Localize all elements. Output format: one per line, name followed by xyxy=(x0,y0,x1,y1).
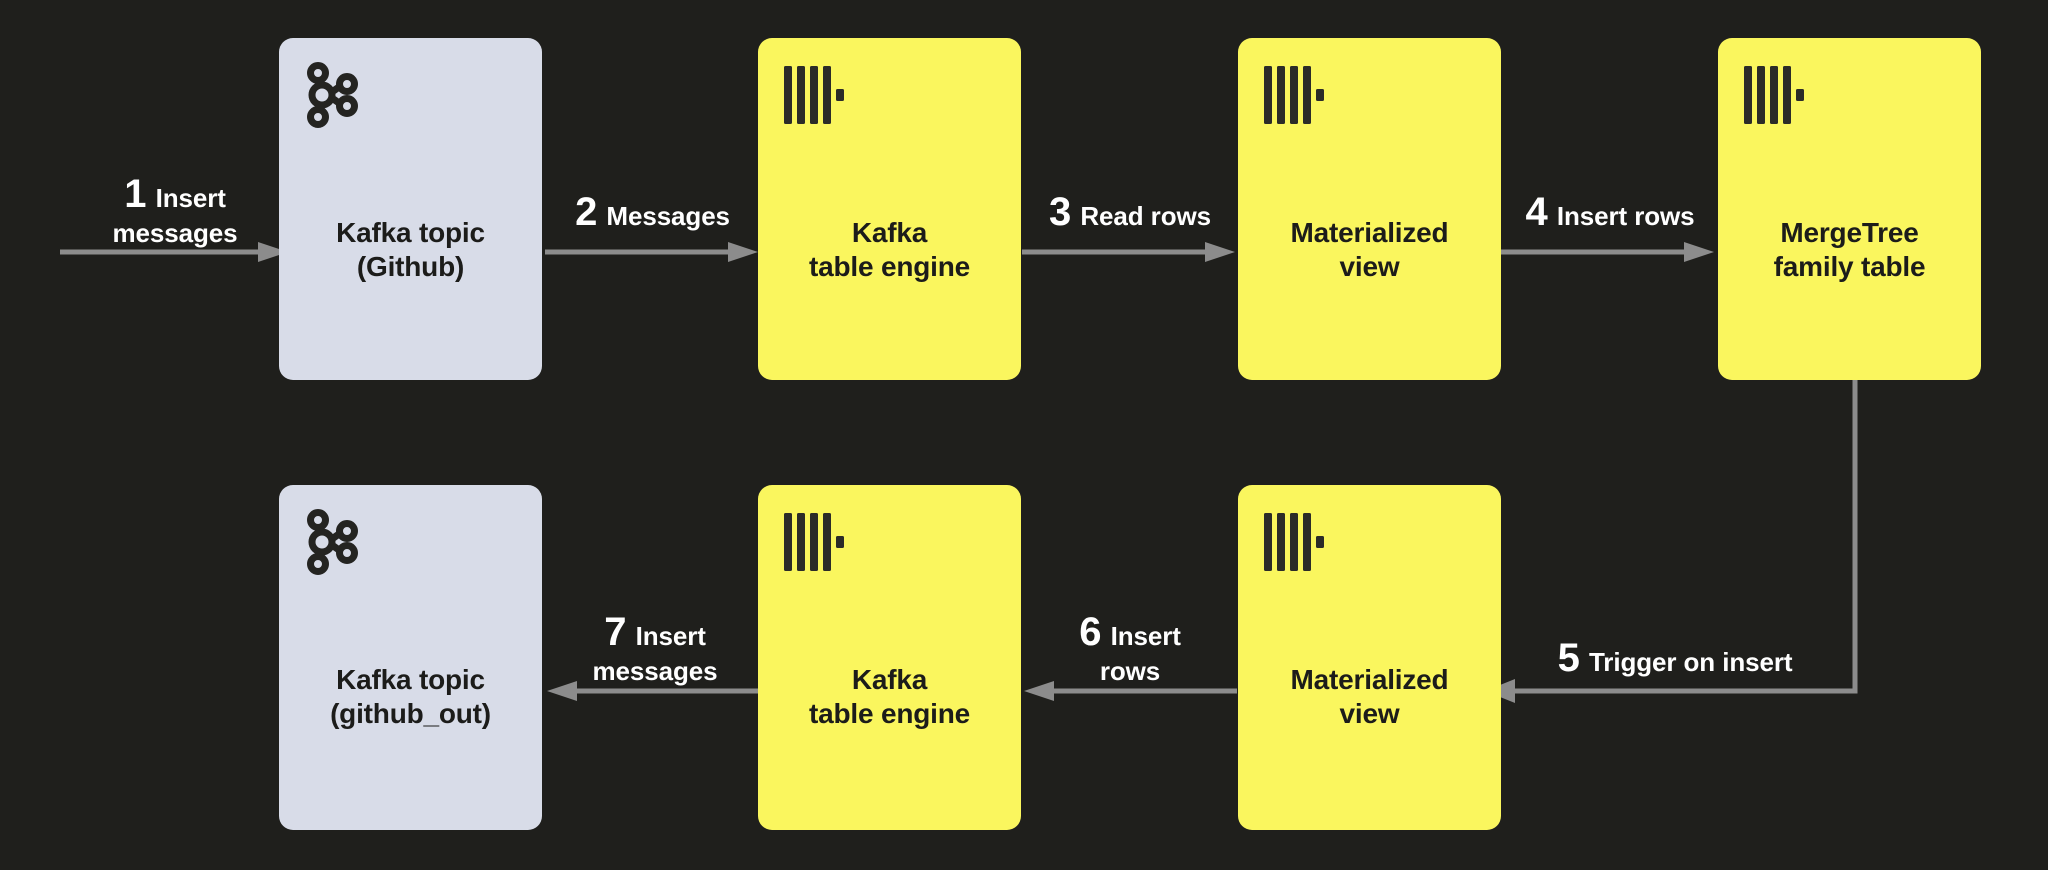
edge-label-1: 1 Insert messages xyxy=(80,150,270,250)
clickhouse-logo-icon xyxy=(784,62,846,128)
edge-step-number: 2 xyxy=(575,189,607,234)
node-label: Kafka table engine xyxy=(809,664,970,729)
node-materialized-view-out[interactable]: Materialized view xyxy=(1238,485,1501,830)
node-mergetree-family-table[interactable]: MergeTree family table xyxy=(1718,38,1981,380)
node-label: Materialized view xyxy=(1290,664,1449,729)
connector-2-messages xyxy=(545,242,758,262)
node-label: Kafka table engine xyxy=(809,217,970,282)
edge-label-3: 3 Read rows xyxy=(1030,168,1230,236)
node-kafka-table-engine-out[interactable]: Kafka table engine xyxy=(758,485,1021,830)
edge-step-text: Trigger on insert xyxy=(1588,646,1793,677)
kafka-logo-icon xyxy=(305,62,367,128)
edge-step-text: Messages xyxy=(606,200,730,231)
node-kafka-topic-github-out[interactable]: Kafka topic (github_out) xyxy=(279,485,542,830)
clickhouse-logo-icon xyxy=(1264,62,1326,128)
node-label: Kafka topic (Github) xyxy=(336,217,485,282)
edge-label-4: 4 Insert rows xyxy=(1505,168,1715,236)
node-label: Materialized view xyxy=(1290,217,1449,282)
edge-label-7: 7 Insert messages xyxy=(560,588,750,688)
clickhouse-logo-icon xyxy=(1264,509,1326,575)
connector-6-insert-rows xyxy=(1024,681,1237,701)
node-label: MergeTree family table xyxy=(1773,217,1926,282)
kafka-logo-icon xyxy=(305,509,367,575)
edge-step-text: Read rows xyxy=(1080,200,1211,231)
node-label: Kafka topic (github_out) xyxy=(330,664,491,729)
connector-4-insert-rows xyxy=(1501,242,1714,262)
edge-step-text: Insert rows xyxy=(1556,200,1695,231)
connector-3-read-rows xyxy=(1022,242,1235,262)
edge-step-number: 6 xyxy=(1079,609,1111,654)
edge-step-number: 1 xyxy=(124,171,156,216)
edge-step-text: Insert rows xyxy=(1099,620,1181,687)
edge-label-6: 6 Insert rows xyxy=(1035,588,1225,688)
edge-step-text: Insert messages xyxy=(592,620,718,687)
edge-step-text: Insert messages xyxy=(112,182,238,249)
edge-step-number: 7 xyxy=(604,609,636,654)
clickhouse-logo-icon xyxy=(1744,62,1806,128)
clickhouse-logo-icon xyxy=(784,509,846,575)
connector-7-insert-messages xyxy=(547,681,760,701)
node-kafka-table-engine-in[interactable]: Kafka table engine xyxy=(758,38,1021,380)
edge-label-2: 2 Messages xyxy=(555,168,750,236)
node-materialized-view-in[interactable]: Materialized view xyxy=(1238,38,1501,380)
edge-step-number: 4 xyxy=(1525,189,1557,234)
connector-1-insert-messages xyxy=(60,242,288,262)
edge-step-number: 5 xyxy=(1557,635,1589,680)
node-kafka-topic-github[interactable]: Kafka topic (Github) xyxy=(279,38,542,380)
edge-step-number: 3 xyxy=(1049,189,1081,234)
edge-label-5: 5 Trigger on insert xyxy=(1530,614,1820,682)
